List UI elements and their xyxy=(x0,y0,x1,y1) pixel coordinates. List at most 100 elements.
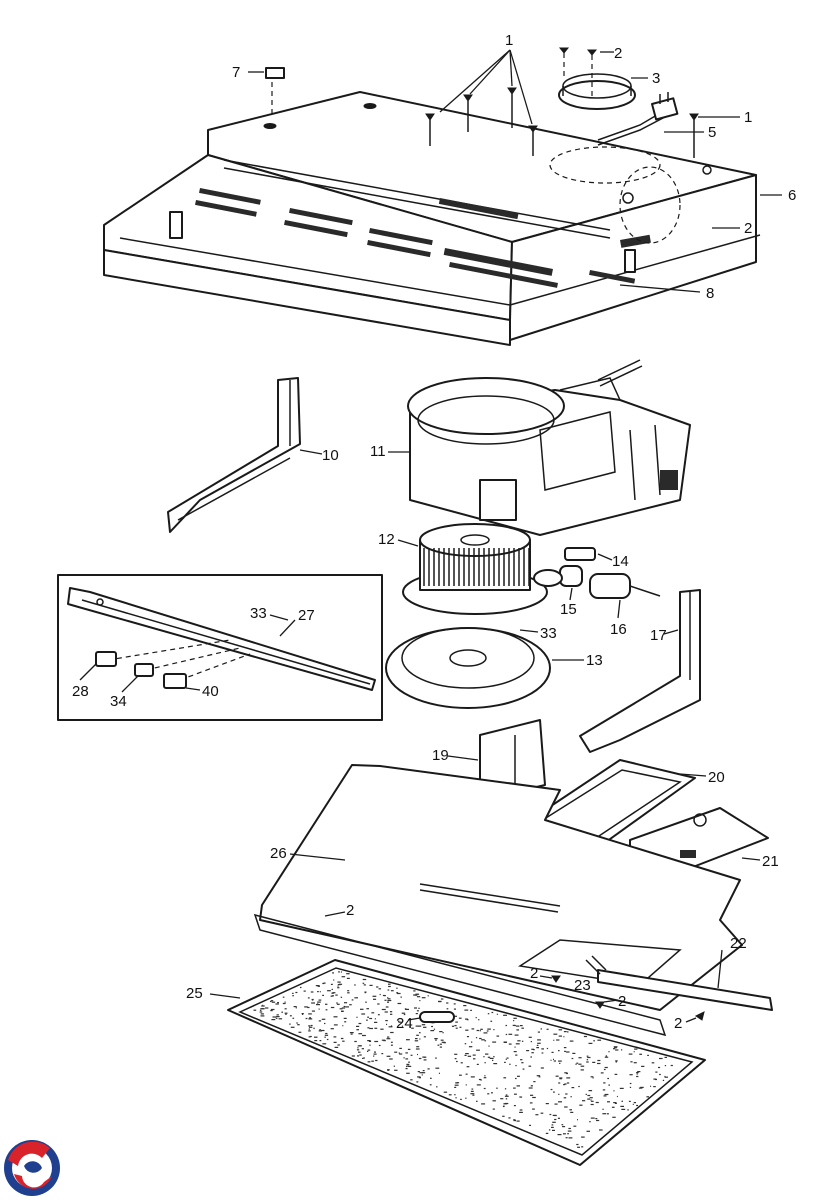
filter-mesh-speck xyxy=(537,1042,541,1044)
filter-mesh-speck xyxy=(442,1032,444,1034)
filter-mesh-speck xyxy=(406,1039,410,1041)
filter-mesh-speck xyxy=(417,1071,420,1073)
filter-mesh-speck xyxy=(509,1063,511,1065)
filter-mesh-speck xyxy=(559,1062,561,1064)
filter-mesh-speck xyxy=(513,1119,516,1121)
filter-mesh-speck xyxy=(440,1039,444,1041)
filter-mesh-speck xyxy=(321,1029,325,1032)
filter-mesh-speck xyxy=(371,1060,374,1062)
filter-mesh-speck xyxy=(439,1031,443,1033)
filter-mesh-speck xyxy=(583,1035,587,1038)
filter-mesh-speck xyxy=(318,1030,323,1032)
filter-mesh-speck xyxy=(390,1041,393,1043)
filter-mesh-speck xyxy=(580,1065,585,1067)
filter-mesh-speck xyxy=(567,1133,569,1135)
filter-mesh-speck xyxy=(528,1065,532,1067)
filter-mesh-speck xyxy=(340,971,342,973)
callout-2d: 2 xyxy=(530,965,538,982)
filter-mesh-speck xyxy=(508,1043,512,1045)
callout-6: 6 xyxy=(788,187,796,204)
filter-mesh-speck xyxy=(284,1008,287,1010)
filter-mesh-speck xyxy=(387,998,391,1000)
filter-mesh-speck xyxy=(333,1016,338,1018)
brand-swirl-logo-icon xyxy=(4,1140,60,1196)
filter-mesh-speck xyxy=(513,1105,516,1107)
filter-mesh-speck xyxy=(394,1069,398,1071)
filter-mesh-speck xyxy=(292,992,294,994)
filter-mesh-speck xyxy=(377,1003,380,1005)
filter-mesh-speck xyxy=(549,1113,552,1116)
filter-mesh-speck xyxy=(403,1057,405,1059)
filter-mesh-speck xyxy=(612,1116,616,1118)
filter-mesh-speck xyxy=(419,1000,421,1002)
filter-mesh-speck xyxy=(553,1091,555,1093)
filter-mesh-speck xyxy=(381,1053,384,1055)
filter-mesh-speck xyxy=(376,986,379,988)
filter-mesh-speck xyxy=(655,1078,657,1081)
filter-mesh-speck xyxy=(317,985,320,987)
filter-mesh-speck xyxy=(340,996,343,998)
filter-mesh-speck xyxy=(636,1072,639,1074)
capacitor-switch-group xyxy=(533,547,661,619)
filter-mesh-speck xyxy=(415,1038,418,1040)
filter-mesh-speck xyxy=(607,1077,609,1080)
filter-mesh-speck xyxy=(492,1041,497,1043)
filter-mesh-speck xyxy=(476,1049,480,1051)
filter-mesh-speck xyxy=(368,1040,372,1042)
callout-2e: 2 xyxy=(618,993,626,1010)
filter-mesh-speck xyxy=(318,999,322,1001)
filter-mesh-speck xyxy=(351,999,354,1001)
filter-mesh-speck xyxy=(396,992,401,995)
filter-mesh-speck xyxy=(438,1001,442,1003)
filter-mesh-speck xyxy=(367,1016,369,1018)
filter-mesh-speck xyxy=(343,1005,346,1008)
filter-mesh-speck xyxy=(281,1011,283,1013)
callout-3: 3 xyxy=(652,70,660,87)
filter-mesh-speck xyxy=(664,1076,668,1078)
filter-mesh-speck xyxy=(545,1103,549,1105)
filter-mesh-speck xyxy=(308,1030,311,1032)
filter-mesh-speck xyxy=(492,1100,496,1102)
filter-mesh-speck xyxy=(638,1087,643,1089)
filter-mesh-speck xyxy=(357,1055,360,1057)
filter-mesh-speck xyxy=(615,1060,618,1062)
filter-mesh-speck xyxy=(603,1082,606,1084)
filter-mesh-speck xyxy=(514,1093,517,1095)
filter-mesh-speck xyxy=(404,1008,407,1010)
filter-mesh-speck xyxy=(330,1006,335,1009)
filter-mesh-speck xyxy=(502,1115,505,1117)
filter-mesh-speck xyxy=(512,1024,515,1026)
filter-mesh-speck xyxy=(646,1096,649,1098)
filter-mesh-speck xyxy=(628,1100,631,1102)
filter-mesh-speck xyxy=(471,1088,474,1090)
callout-33a: 33 xyxy=(250,605,267,622)
filter-mesh-speck xyxy=(459,1026,462,1028)
filter-mesh-speck xyxy=(415,993,420,995)
filter-mesh-speck xyxy=(633,1102,636,1104)
filter-mesh-speck xyxy=(356,1016,358,1018)
filter-mesh-speck xyxy=(451,1025,455,1027)
filter-mesh-speck xyxy=(514,1120,516,1122)
filter-mesh-speck xyxy=(505,1094,508,1096)
filter-mesh-speck xyxy=(579,1104,583,1106)
filter-mesh-speck xyxy=(309,1026,313,1028)
filter-mesh-speck xyxy=(415,1025,420,1027)
filter-mesh-speck xyxy=(479,1030,481,1032)
filter-mesh-speck xyxy=(317,1001,321,1003)
filter-mesh-speck xyxy=(456,1060,458,1063)
filter-mesh-speck xyxy=(438,1072,440,1074)
filter-mesh-speck xyxy=(453,1003,456,1005)
filter-mesh-speck xyxy=(460,1062,463,1064)
callout-11: 11 xyxy=(370,443,386,460)
filter-mesh-speck xyxy=(419,1038,421,1040)
filter-mesh-speck xyxy=(564,1072,568,1074)
filter-mesh-speck xyxy=(569,1109,572,1111)
filter-mesh-speck xyxy=(590,1076,594,1078)
filter-mesh-speck xyxy=(386,1038,391,1040)
filter-mesh-speck xyxy=(554,1103,558,1105)
filter-mesh-speck xyxy=(416,1034,419,1036)
filter-mesh-speck xyxy=(415,1048,420,1050)
filter-mesh-speck xyxy=(308,1028,310,1030)
filter-mesh-speck xyxy=(476,1029,479,1032)
